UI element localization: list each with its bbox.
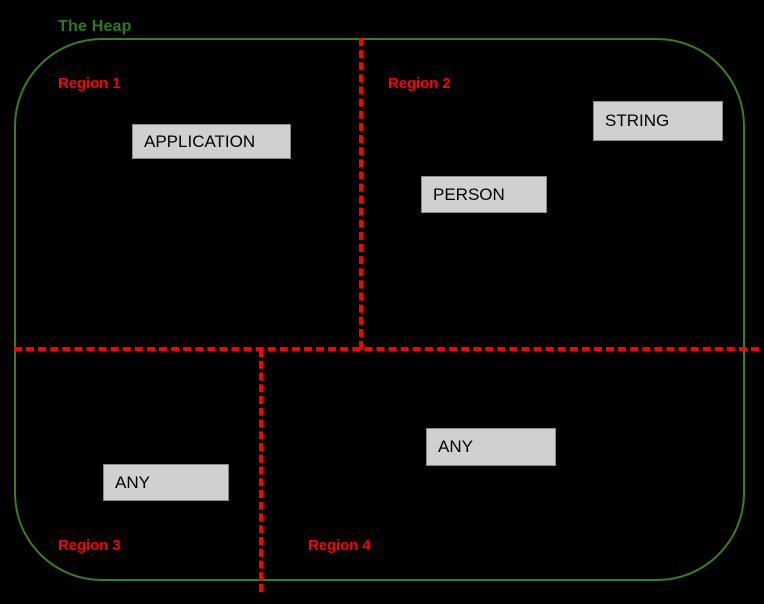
divider-vertical-lower — [259, 349, 263, 592]
heap-object-application: APPLICATION — [132, 124, 291, 159]
heap-object-person: PERSON — [421, 176, 547, 213]
region-label-3: Region 3 — [58, 537, 121, 554]
heap-object-any-region-3: ANY — [103, 464, 229, 501]
heap-title: The Heap — [58, 18, 132, 35]
region-label-2: Region 2 — [388, 75, 451, 92]
region-label-1: Region 1 — [58, 75, 121, 92]
heap-boundary — [14, 38, 745, 581]
heap-object-any-region-4: ANY — [426, 428, 556, 466]
divider-vertical-upper — [359, 38, 363, 349]
divider-horizontal — [14, 347, 759, 351]
region-label-4: Region 4 — [308, 537, 371, 554]
heap-object-string: STRING — [593, 101, 723, 141]
